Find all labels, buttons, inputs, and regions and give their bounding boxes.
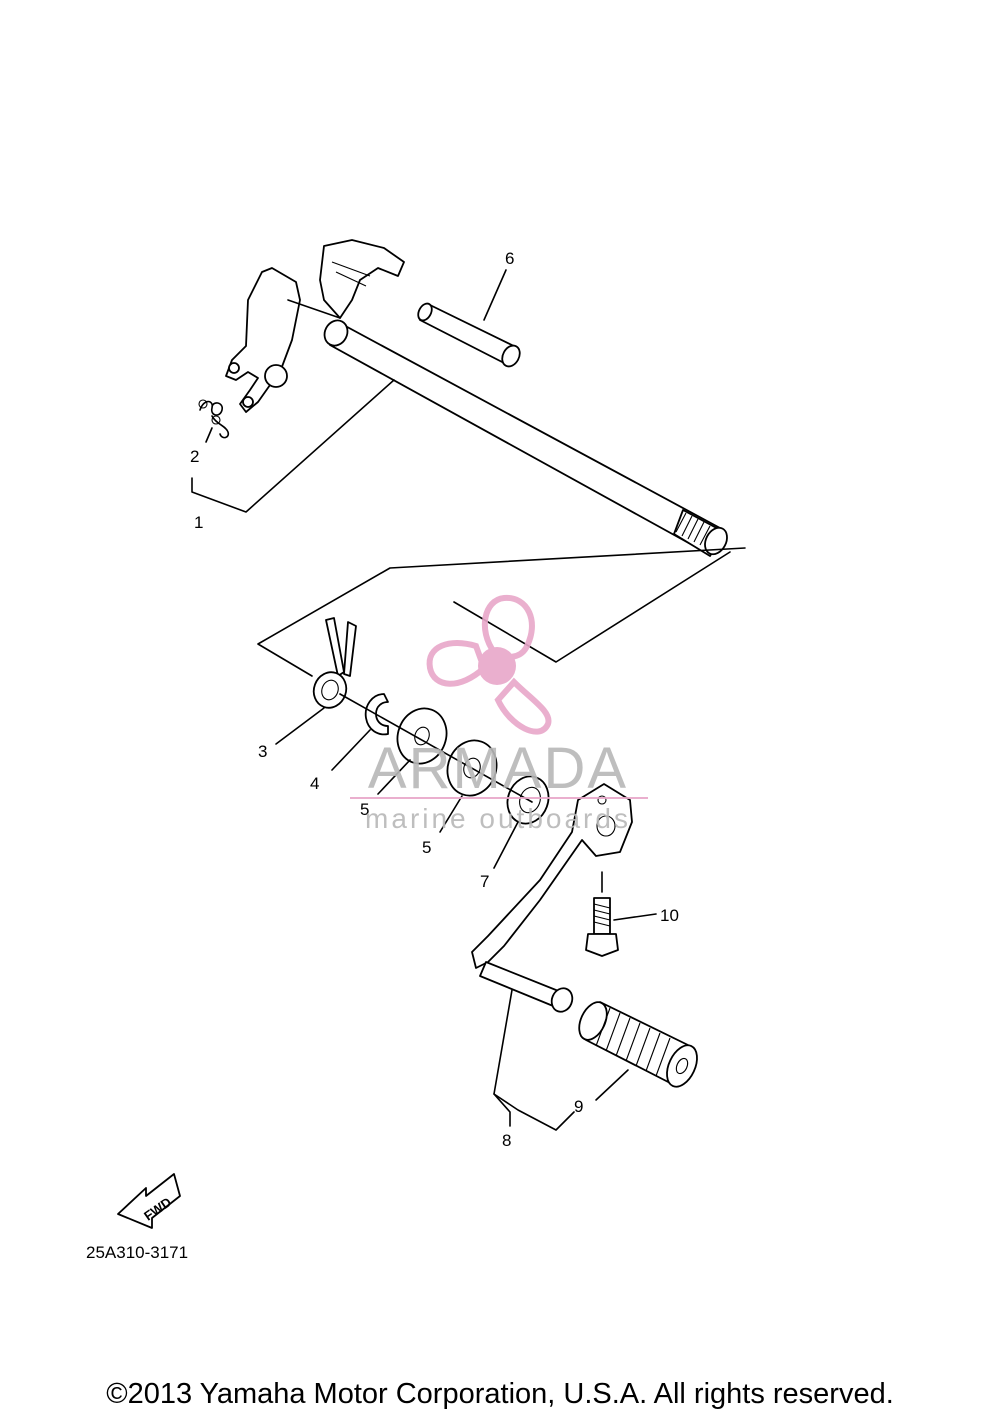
propeller-icon	[426, 594, 552, 735]
leader-3	[275, 707, 325, 745]
callout-5b: 5	[422, 838, 431, 857]
leader-5b	[439, 795, 463, 833]
callout-3: 3	[258, 742, 267, 761]
leader-8-9	[493, 1093, 575, 1131]
leader-6	[483, 269, 507, 321]
leader-8	[493, 989, 513, 1127]
armada-logo: ARMADA marine outboards	[350, 594, 648, 834]
shift-pedal[interactable]	[471, 783, 633, 1015]
callout-4: 4	[310, 774, 319, 793]
callout-6: 6	[505, 249, 514, 268]
leader-5a	[377, 759, 411, 795]
leader-10	[613, 913, 657, 921]
callout-5a: 5	[360, 800, 369, 819]
dowel-pin[interactable]	[415, 301, 523, 369]
callout-9: 9	[574, 1097, 583, 1116]
leader-9	[595, 1069, 629, 1101]
leader-1	[191, 379, 395, 513]
armada-tagline: marine outboards	[365, 803, 631, 834]
fwd-arrow-icon: FWD	[117, 1173, 181, 1229]
leader-7	[493, 821, 519, 869]
diagram-code: 25A310-3171	[86, 1243, 188, 1262]
split-pin[interactable]	[309, 617, 357, 712]
leader-2	[205, 427, 213, 443]
copyright-notice: ©2013 Yamaha Motor Corporation, U.S.A. A…	[106, 1378, 894, 1410]
callout-2: 2	[190, 447, 199, 466]
callout-8: 8	[502, 1131, 511, 1150]
bolt[interactable]	[585, 897, 619, 957]
callout-7: 7	[480, 872, 489, 891]
assembly-frame	[257, 547, 746, 677]
callout-10: 10	[660, 906, 679, 925]
shift-shaft[interactable]	[225, 239, 731, 558]
axis-line	[339, 693, 533, 803]
callout-1: 1	[194, 513, 203, 532]
armada-brand: ARMADA	[368, 736, 628, 801]
pedal-rubber[interactable]	[574, 998, 703, 1092]
spring[interactable]	[198, 399, 230, 439]
leader-4	[331, 729, 371, 771]
